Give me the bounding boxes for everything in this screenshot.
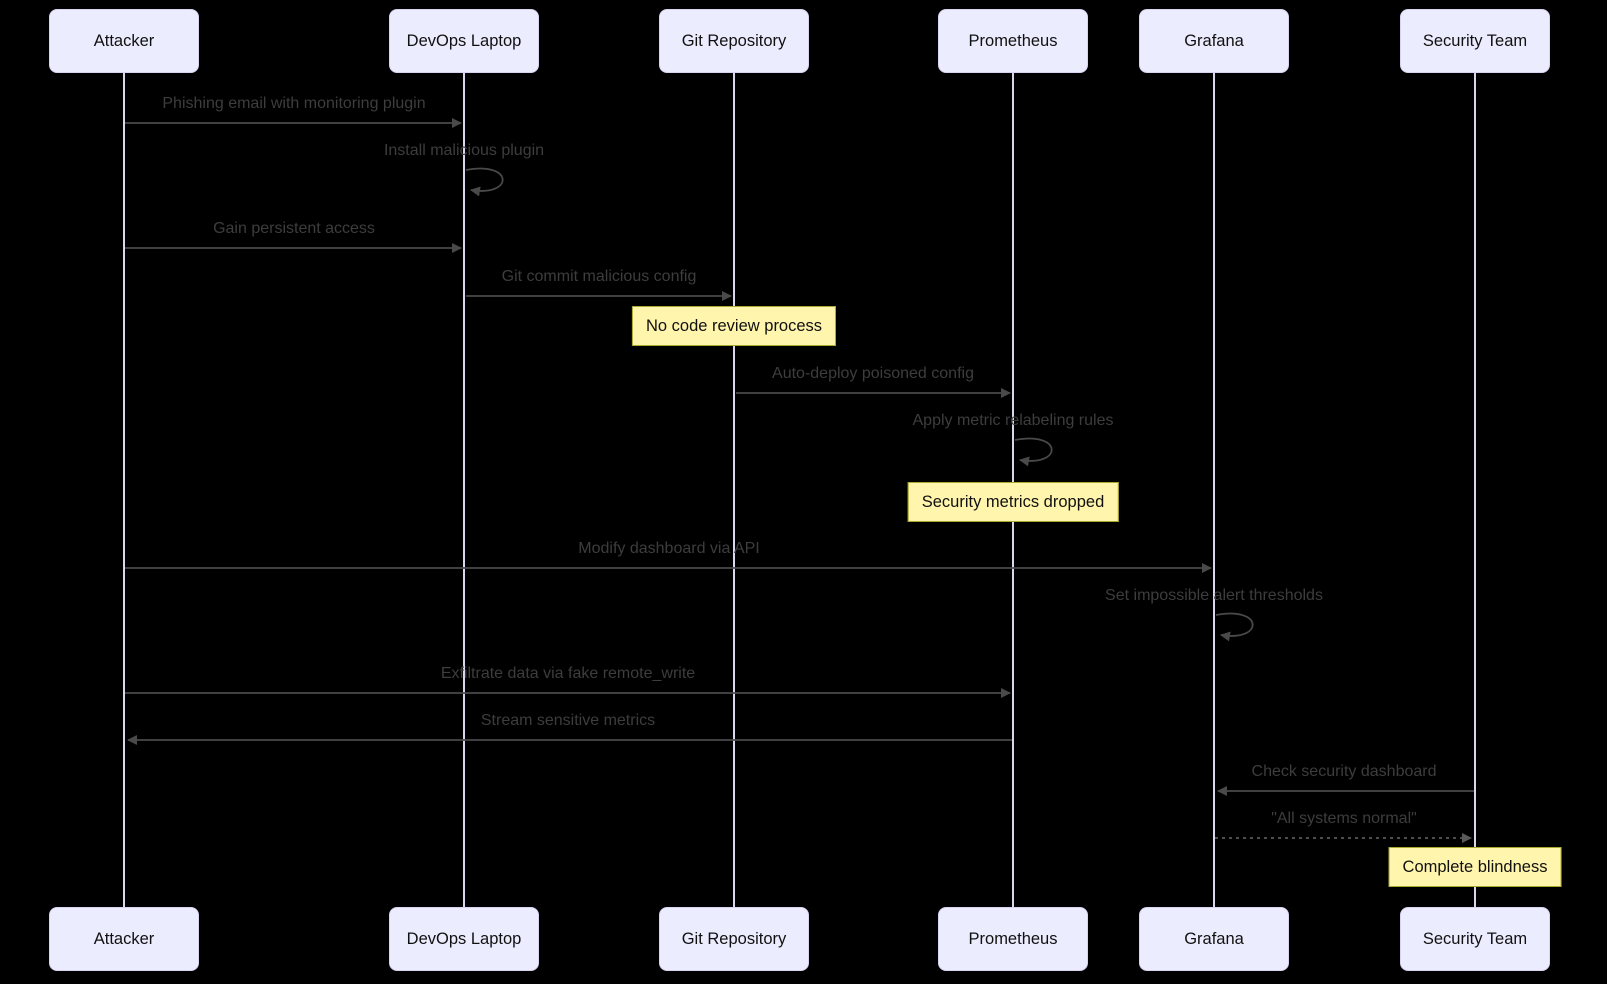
message-label-auto-deploy: Auto-deploy poisoned config [772, 365, 974, 382]
message-label-stream-metrics: Stream sensitive metrics [480, 712, 656, 729]
actor-box-git-repository-bottom: Git Repository [659, 907, 809, 971]
actor-label: Git Repository [681, 31, 787, 50]
arrow-install-plugin-selfloop [465, 167, 504, 197]
message-label-check-dashboard: Check security dashboard [1251, 763, 1437, 780]
note-no-code-review: No code review process [631, 306, 837, 346]
actor-label: Git Repository [681, 929, 787, 948]
actor-label: Security Team [1422, 929, 1528, 948]
actor-label: Attacker [93, 929, 155, 948]
message-label-all-systems-normal: "All systems normal" [1271, 810, 1417, 827]
message-label-gain-access: Gain persistent access [213, 220, 375, 237]
arrow-alert-thresholds-selfloop [1215, 612, 1254, 642]
actor-box-security-team-bottom: Security Team [1400, 907, 1550, 971]
actor-box-attacker-bottom: Attacker [49, 907, 199, 971]
actor-label: Security Team [1422, 31, 1528, 50]
message-label-relabeling-rules: Apply metric relabeling rules [912, 412, 1114, 429]
actor-label: Grafana [1184, 929, 1244, 948]
actor-label: Grafana [1184, 31, 1244, 50]
message-label-phishing-email: Phishing email with monitoring plugin [162, 95, 426, 112]
actor-label: DevOps Laptop [406, 31, 522, 50]
actor-box-security-team-top: Security Team [1400, 9, 1550, 73]
actor-box-prometheus-bottom: Prometheus [938, 907, 1088, 971]
actor-box-grafana-top: Grafana [1139, 9, 1289, 73]
actor-label: DevOps Laptop [406, 929, 522, 948]
arrow-relabeling-selfloop [1014, 437, 1053, 467]
message-label-modify-dashboard: Modify dashboard via API [578, 540, 760, 557]
actor-box-devops-laptop-bottom: DevOps Laptop [389, 907, 539, 971]
actor-label: Prometheus [968, 31, 1058, 50]
actor-box-prometheus-top: Prometheus [938, 9, 1088, 73]
message-label-exfiltrate-data: Exfiltrate data via fake remote_write [440, 665, 696, 682]
message-label-alert-thresholds: Set impossible alert thresholds [1105, 587, 1323, 604]
actor-box-grafana-bottom: Grafana [1139, 907, 1289, 971]
actor-label: Attacker [93, 31, 155, 50]
message-label-git-commit: Git commit malicious config [501, 268, 697, 285]
actor-label: Prometheus [968, 929, 1058, 948]
message-label-install-plugin: Install malicious plugin [383, 142, 545, 159]
actor-box-git-repository-top: Git Repository [659, 9, 809, 73]
actor-box-devops-laptop-top: DevOps Laptop [389, 9, 539, 73]
note-security-metrics-dropped: Security metrics dropped [907, 482, 1119, 522]
note-complete-blindness: Complete blindness [1388, 847, 1562, 887]
actor-box-attacker-top: Attacker [49, 9, 199, 73]
